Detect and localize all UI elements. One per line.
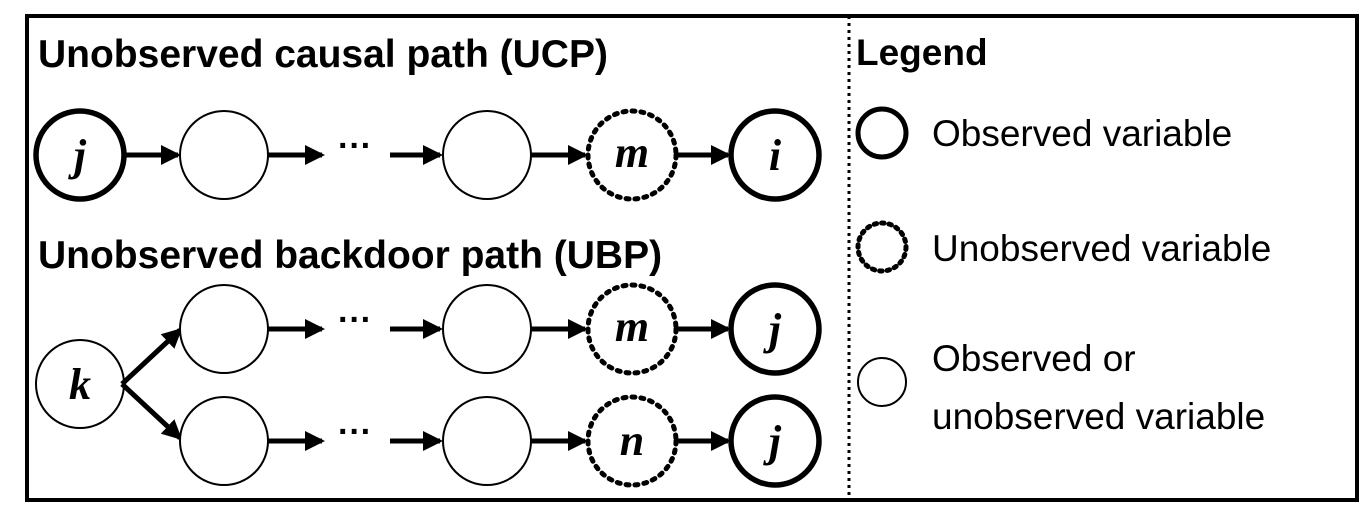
legend-either-text-line2: unobserved variable xyxy=(932,396,1265,437)
legend-unobserved-icon xyxy=(855,220,909,274)
legend-unobserved-text: Unobserved variable xyxy=(932,228,1271,269)
ubp-upper-intermediate-node-2 xyxy=(442,284,532,374)
ubp-lower-target-node xyxy=(728,394,822,488)
legend-either-icon xyxy=(857,357,907,407)
ubp-upper-intermediate-node-1 xyxy=(179,284,269,374)
ubp-lower-intermediate-node-2 xyxy=(442,396,532,486)
ucp-intermediate-node-1 xyxy=(179,110,269,200)
legend-observed-text: Observed variable xyxy=(932,113,1232,154)
legend-title: Legend xyxy=(856,32,988,73)
ubp-upper-target-node xyxy=(728,282,822,376)
ucp-intermediate-node-2 xyxy=(442,110,532,200)
legend: Legend Observed variable Unobserved vari… xyxy=(855,32,1271,437)
ubp-path: k ··· m j ··· n j xyxy=(35,282,822,488)
ubp-upper-mediator-label: m xyxy=(615,302,649,351)
legend-observed-icon xyxy=(855,106,909,160)
ucp-path: j ··· m i xyxy=(33,108,822,202)
ubp-upper-ellipsis: ··· xyxy=(338,301,372,339)
ubp-title: Unobserved backdoor path (UBP) xyxy=(38,234,662,277)
ucp-ellipsis: ··· xyxy=(338,127,372,165)
ubp-edge-root-lower xyxy=(120,382,183,441)
ucp-title: Unobserved causal path (UCP) xyxy=(38,33,608,76)
ubp-lower-mediator-label: n xyxy=(620,416,644,465)
ubp-lower-intermediate-node-1 xyxy=(179,396,269,486)
ucp-mediator-label: m xyxy=(615,128,649,177)
ucp-target-label: i xyxy=(769,131,782,180)
diagram-frame xyxy=(25,14,1359,502)
ubp-lower-ellipsis: ··· xyxy=(338,413,372,451)
ucp-target-node xyxy=(728,108,822,202)
ubp-edge-root-upper xyxy=(120,327,183,386)
legend-either-text-line1: Observed or xyxy=(932,338,1136,379)
ubp-root-label: k xyxy=(69,360,91,409)
